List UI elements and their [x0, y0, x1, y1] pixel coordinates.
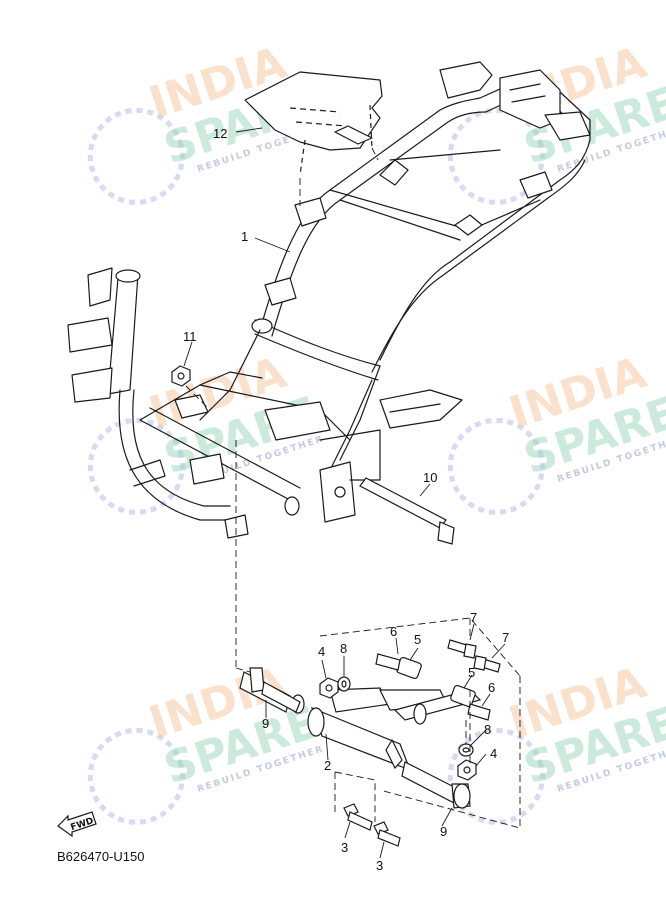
part-4-nut-upper: [319, 677, 339, 699]
callout-6-upper: 6: [390, 624, 397, 639]
watermark-logo-icon: [447, 417, 545, 515]
callout-4-lower: 4: [490, 746, 497, 761]
part-1-main-frame: [67, 61, 591, 539]
assembly-guide-lines: [185, 147, 521, 829]
callout-10: 10: [423, 470, 437, 485]
callout-12: 12: [213, 126, 227, 141]
watermark-logo-icon: [87, 417, 185, 515]
part-9-collar-left: [239, 667, 305, 714]
fwd-arrow-icon: FWD: [57, 811, 97, 838]
watermark-logo-icon: [447, 107, 545, 205]
callout-8-lower: 8: [484, 722, 491, 737]
callout-9-right: 9: [440, 824, 447, 839]
callout-5-upper: 5: [414, 632, 421, 647]
part-10-long-bolt: [359, 477, 455, 545]
part-6-collar-lower: [467, 703, 491, 721]
part-5-bushing-lower: [450, 684, 476, 708]
callout-3-right: 3: [376, 858, 383, 873]
callout-3-left: 3: [341, 840, 348, 855]
watermark-mid-right: INDIA SPARE REBUILD TOGETHER: [447, 347, 666, 515]
callout-9-left: 9: [262, 716, 269, 731]
callout-2: 2: [324, 758, 331, 773]
part-7-bolt-lower: [473, 655, 501, 673]
callout-5-lower: 5: [468, 665, 475, 680]
part-12-cover-plate: [244, 71, 383, 176]
callout-6-lower: 6: [488, 680, 495, 695]
part-8-washer-upper: [337, 676, 351, 692]
part-3-bolt-right: [373, 821, 401, 847]
callout-7-upper: 7: [470, 610, 477, 625]
callout-7-lower: 7: [502, 630, 509, 645]
watermark-logo-icon: [87, 727, 185, 825]
part-8-washer-lower: [458, 743, 474, 757]
callout-8-upper: 8: [340, 641, 347, 656]
watermark-bottom-left: INDIA SPARE REBUILD TOGETHER: [87, 657, 326, 825]
callout-11: 11: [183, 329, 197, 344]
part-7-bolt-upper: [447, 639, 477, 659]
callout-labels: 12 1 11 10 7 6 7 5 4 8 5 6 9 8 4 2 9 3 3: [183, 126, 509, 873]
part-3-bolt-left: [343, 803, 373, 831]
part-2-engine-bracket: [307, 687, 482, 772]
part-11-nut: [171, 365, 191, 387]
diagram-code: B626470-U150: [57, 849, 144, 864]
leader-lines: [183, 127, 506, 859]
part-4-nut-lower: [457, 759, 477, 781]
part-9-collar-right: [401, 761, 471, 809]
callout-1: 1: [241, 229, 248, 244]
part-6-collar-upper: [375, 653, 401, 671]
callout-4-upper: 4: [318, 644, 325, 659]
watermark-logo-icon: [87, 107, 185, 205]
